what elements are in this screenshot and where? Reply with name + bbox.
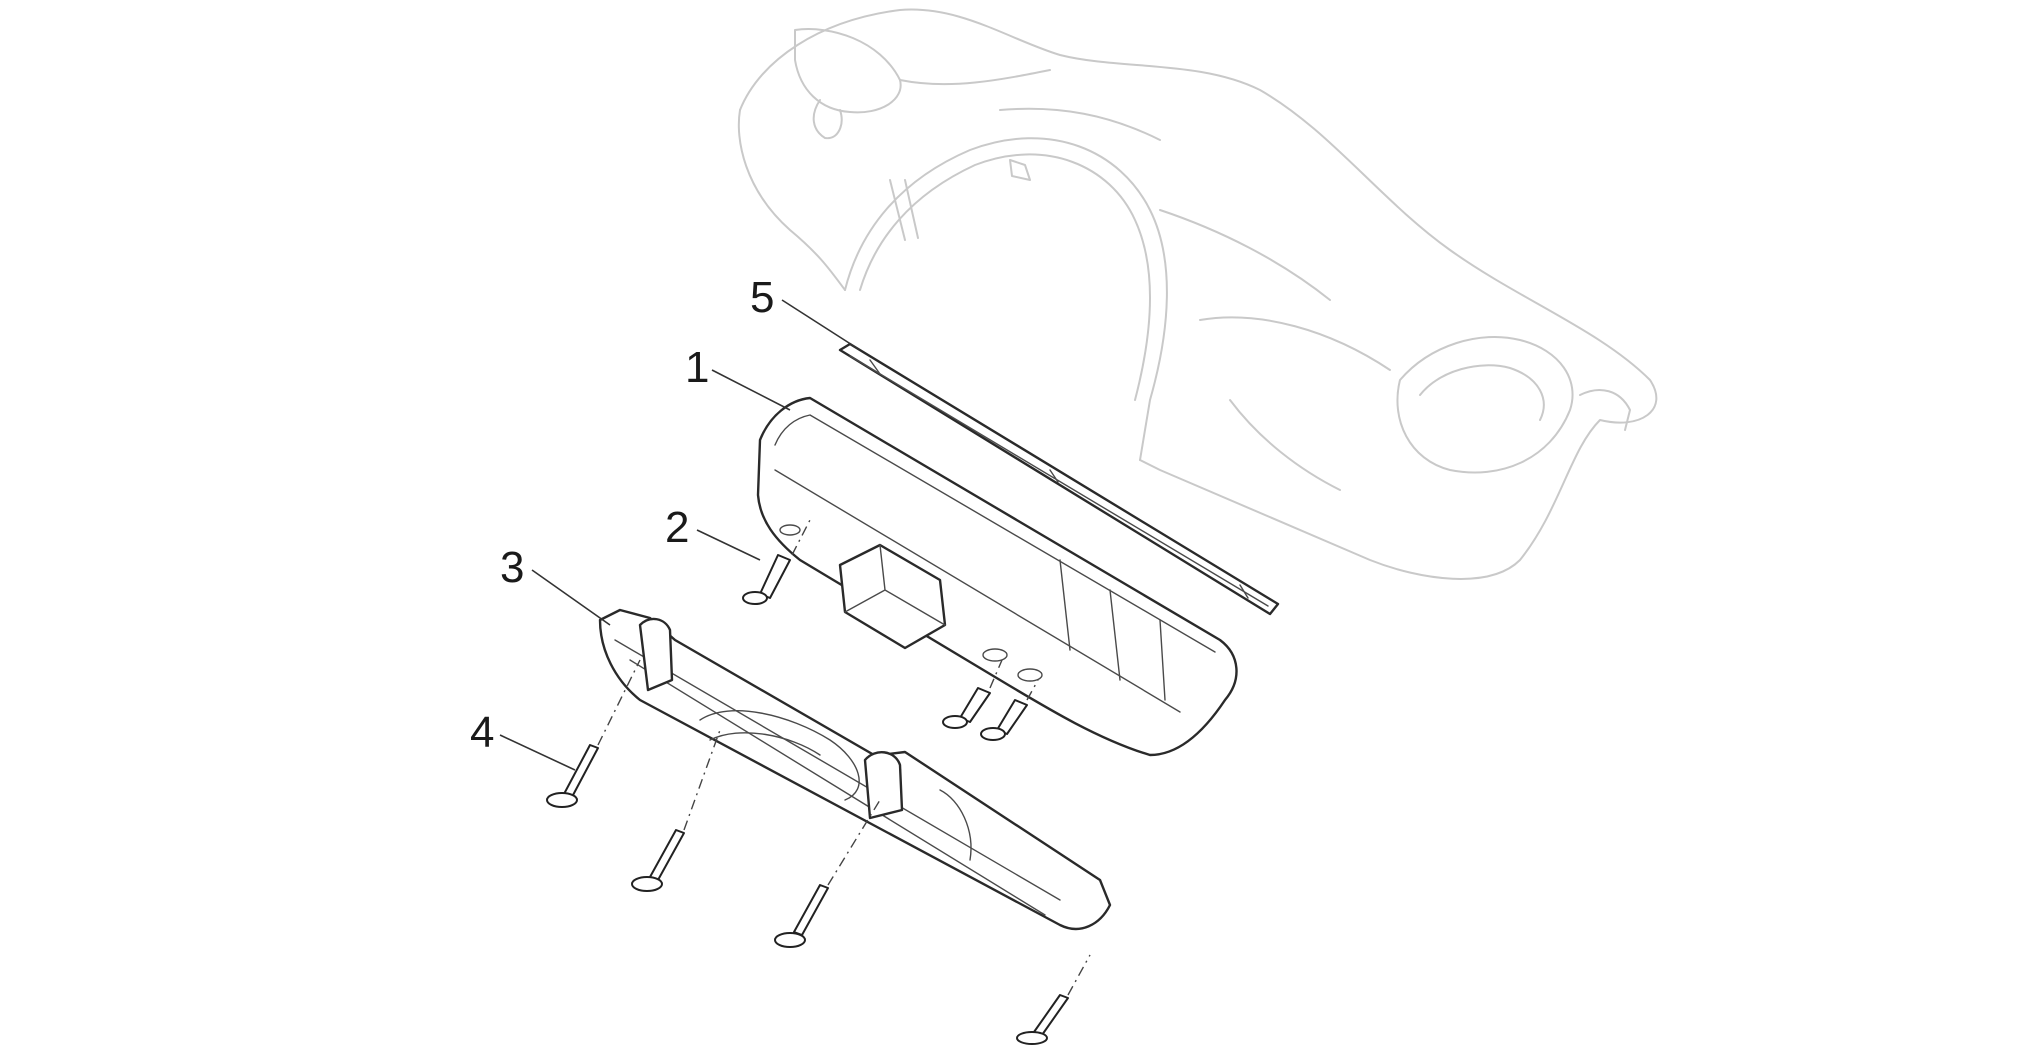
callout-3: 3: [500, 543, 524, 592]
leader-5: [781, 299, 861, 351]
screw-4a: [546, 744, 599, 808]
part-5-lens: [838, 342, 1280, 616]
leader-3: [531, 569, 611, 626]
leader-lines: [499, 299, 861, 771]
part-4-screws: [546, 659, 1091, 1045]
screw-2a: [742, 554, 791, 605]
callout-labels: 5 1 2 3 4: [470, 273, 774, 757]
leader-4: [499, 734, 576, 771]
screw-2c: [980, 699, 1028, 741]
callout-2: 2: [665, 503, 689, 552]
part-1-instrument-cluster: [756, 396, 1238, 757]
callout-5: 5: [750, 273, 774, 322]
leader-2: [696, 529, 761, 561]
part-2-screws: [742, 519, 1039, 741]
leader-1: [711, 369, 791, 411]
screw-4d: [1016, 994, 1069, 1045]
part-3-lower-housing: [598, 608, 1112, 931]
screw-2b: [942, 687, 991, 729]
callout-1: 1: [685, 343, 709, 392]
callout-4: 4: [470, 708, 494, 757]
handlebar-cover-outline: [737, 8, 1658, 580]
screw-4b: [631, 829, 685, 892]
screw-4c: [774, 884, 829, 948]
